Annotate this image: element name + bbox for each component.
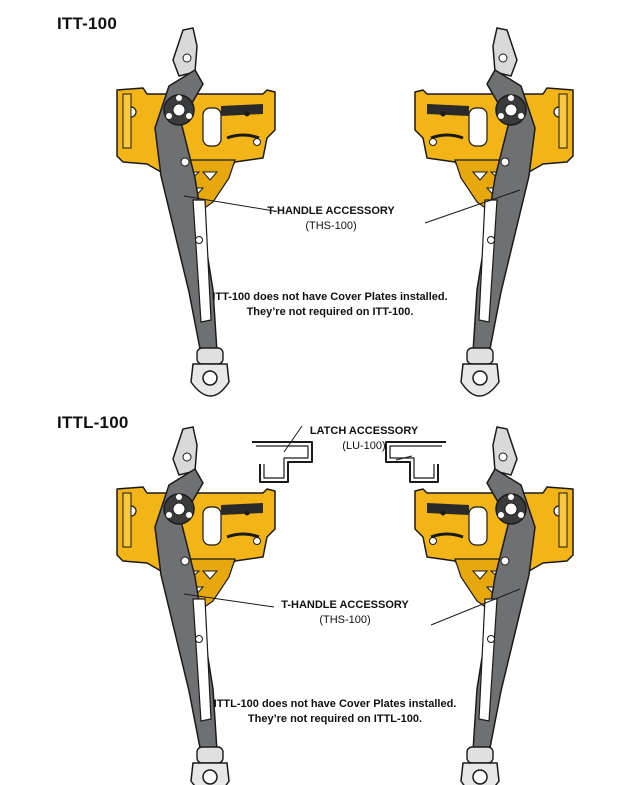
leader-line-latch-left: [283, 425, 303, 453]
note-line-1: ITT-100 does not have Cover Plates insta…: [212, 291, 448, 303]
t-handle-code: (THS-100): [319, 614, 371, 626]
note-line-1: ITTL-100 does not have Cover Plates inst…: [213, 698, 457, 710]
t-handle-callout-ittl100: T-HANDLE ACCESSORY (THS-100): [270, 598, 420, 628]
section-title-itt100: ITT-100: [57, 14, 117, 33]
ittl100-device-left: [115, 425, 277, 785]
latch-label: LATCH ACCESSORY: [309, 425, 419, 437]
t-handle-label: T-HANDLE ACCESSORY: [267, 205, 395, 217]
itt100-device-left: [115, 26, 277, 398]
leader-line-ittl100-right: [430, 588, 521, 626]
latch-callout-ittl100: LATCH ACCESSORY (LU-100): [296, 424, 432, 454]
cover-plate-note-ittl100: ITTL-100 does not have Cover Plates inst…: [200, 697, 470, 727]
t-handle-label: T-HANDLE ACCESSORY: [281, 599, 409, 611]
t-handle-code: (THS-100): [305, 220, 357, 232]
leader-line-ittl100-left: [183, 593, 275, 608]
section-title-ittl100: ITTL-100: [57, 413, 129, 432]
latch-code: (LU-100): [342, 440, 386, 452]
leader-line-latch-right: [395, 455, 413, 461]
leader-line-itt100-right: [424, 189, 521, 224]
leader-line-itt100-left: [183, 195, 275, 212]
cover-plate-note-itt100: ITT-100 does not have Cover Plates insta…: [200, 290, 460, 320]
t-handle-callout-itt100: T-HANDLE ACCESSORY (THS-100): [256, 204, 406, 234]
note-line-2: They’re not required on ITTL-100.: [247, 713, 423, 725]
itt100-device-right: [413, 26, 575, 398]
note-line-2: They’re not required on ITT-100.: [246, 306, 414, 318]
